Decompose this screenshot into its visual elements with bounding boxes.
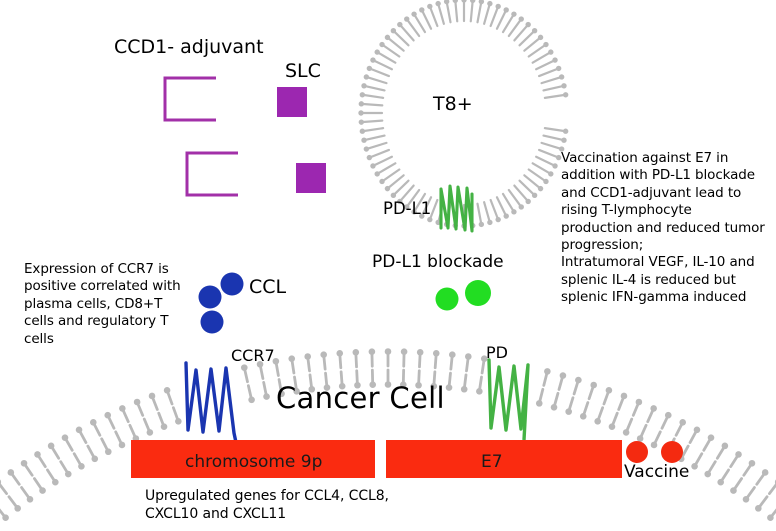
upregulated-genes-note: Upregulated genes for CCL4, CCL8, CXCL10…	[145, 488, 389, 523]
pd-receptor-icon	[487, 358, 530, 454]
ccl-label: CCL	[249, 276, 287, 298]
e7-bar-label: E7	[481, 452, 503, 472]
t8-cell-membrane	[358, 0, 569, 229]
ccd1-adjuvant-label: CCD1- adjuvant	[114, 36, 264, 58]
vaccine-dot-2	[661, 441, 683, 463]
ccl-dot-3	[200, 310, 224, 334]
blockade-dot-2	[465, 280, 491, 306]
ccr7-expression-note: Expression of CCR7 is positive correlate…	[24, 261, 181, 347]
ccd1-bracket-upper-icon	[163, 76, 216, 122]
ccr7-receptor-icon	[184, 361, 240, 454]
slc-square-upper	[277, 87, 307, 117]
vaccine-dot-1	[626, 441, 648, 463]
slc-square-lower	[296, 163, 326, 193]
slc-label: SLC	[285, 60, 321, 82]
chromosome-9p-bar-label: chromosome 9p	[185, 452, 323, 472]
ccl-dot-2	[220, 272, 244, 296]
pdl1-receptor-label: PD-L1	[383, 199, 432, 218]
e7-bar	[386, 440, 622, 478]
pdl1-blockade-label: PD-L1 blockade	[372, 252, 504, 272]
pd-receptor-label: PD	[486, 343, 508, 362]
pdl1-receptor-icon	[439, 184, 474, 233]
t8-cell-label: T8+	[433, 93, 473, 115]
chromosome-9p-bar	[131, 440, 375, 478]
vaccine-label: Vaccine	[624, 462, 690, 482]
vaccination-outcome-note: Vaccination against E7 in addition with …	[561, 150, 765, 306]
ccd1-bracket-lower-icon	[185, 151, 238, 197]
blockade-dot-1	[435, 287, 459, 311]
cancer-cell-membrane	[0, 348, 776, 521]
ccr7-receptor-label: CCR7	[231, 346, 275, 365]
ccl-dot-1	[198, 285, 222, 309]
cancer-cell-label: Cancer Cell	[276, 381, 445, 415]
